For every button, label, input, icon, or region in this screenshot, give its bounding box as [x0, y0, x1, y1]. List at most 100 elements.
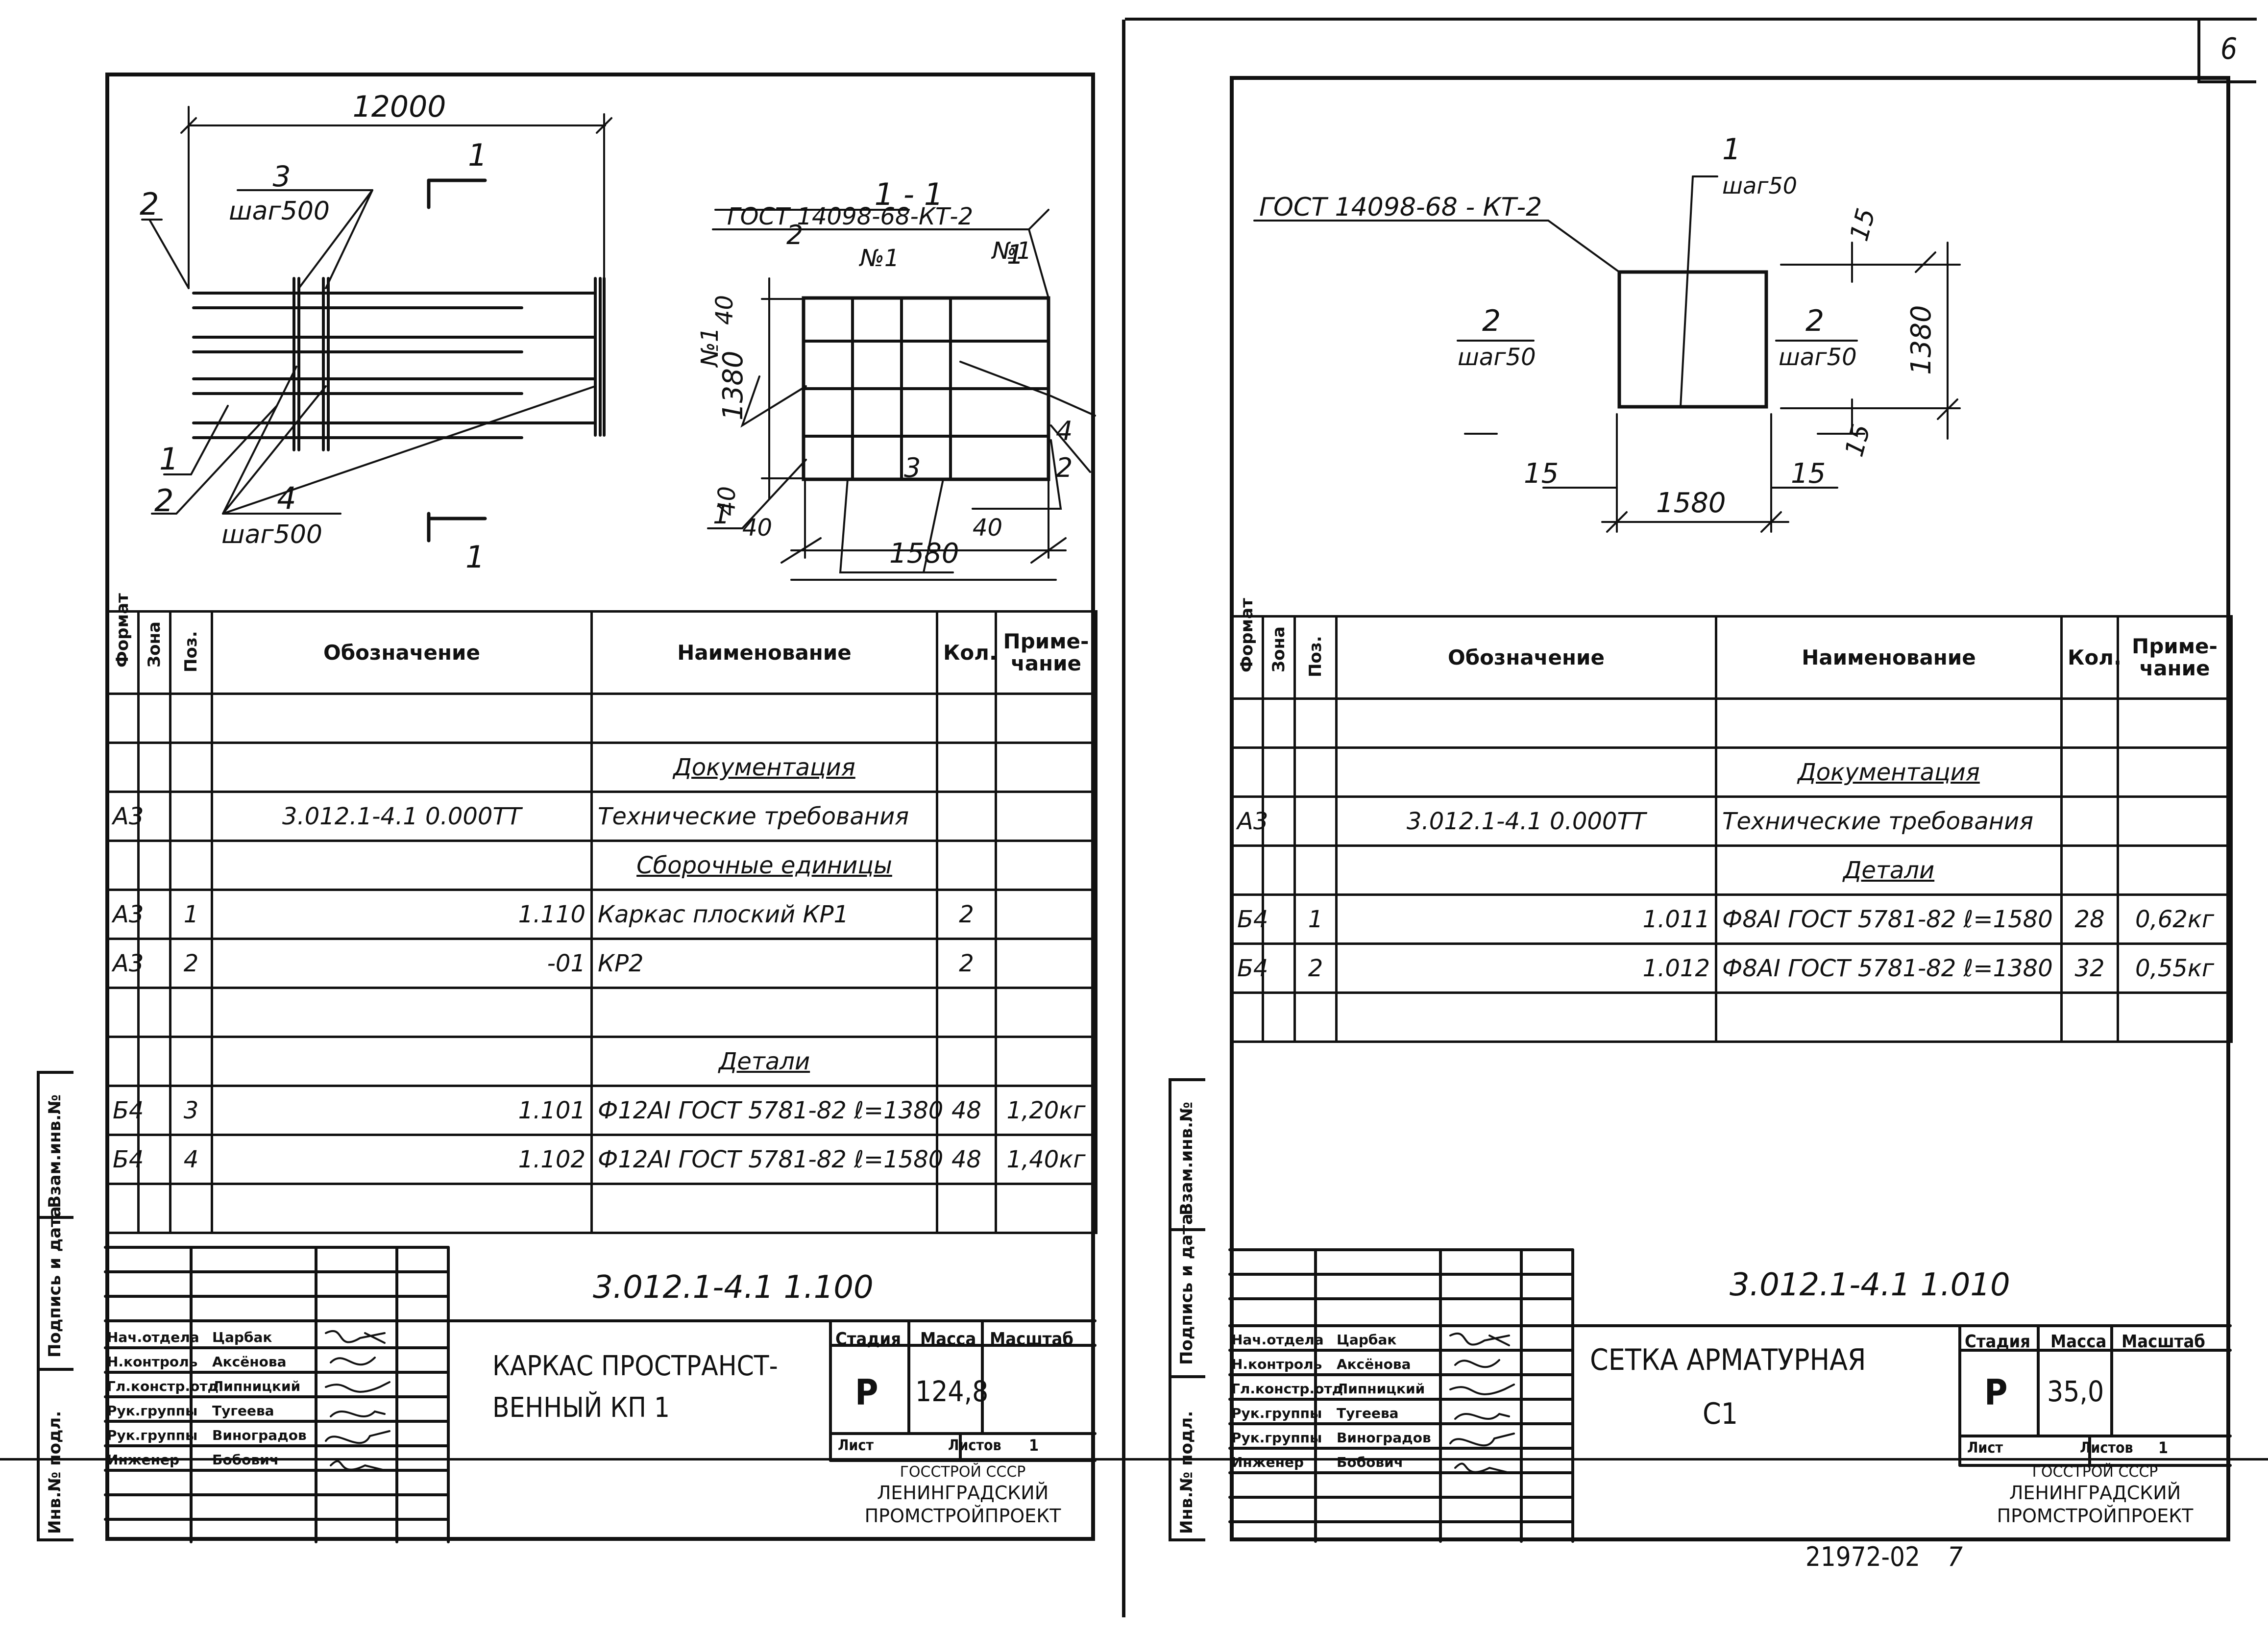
cell-zone	[137, 889, 171, 940]
cell-zone	[1262, 893, 1296, 945]
cell-note	[995, 938, 1097, 989]
cell-qty: 48	[936, 1085, 997, 1136]
left-stage-label: Стадия	[835, 1329, 902, 1349]
staff-name: Липницкий	[1337, 1381, 1425, 1397]
sec-pos2b: 2	[1056, 452, 1073, 483]
cell-pos	[1293, 844, 1338, 896]
cell-qty	[2060, 795, 2119, 847]
cell-format	[105, 840, 140, 891]
cell-qty: 48	[936, 1134, 997, 1185]
sec-pos2: 2	[786, 220, 803, 250]
cell-designation: 1.101	[211, 1085, 593, 1136]
left-title-line2: ВЕННЫЙ КП 1	[492, 1392, 670, 1424]
cell-name: Ф12АI ГОСТ 5781-82 ℓ=1380	[590, 1085, 943, 1136]
cell-name	[590, 1183, 938, 1234]
staff-role: Нач.отдела	[107, 1329, 199, 1345]
cell-format: Б4	[105, 1085, 144, 1136]
right-pos2-right-step: шаг50	[1779, 344, 1857, 371]
right-mass-label: Масса	[2050, 1332, 2107, 1352]
cell-note	[995, 1183, 1097, 1234]
sec-pos1: 1	[1007, 239, 1024, 270]
left-pos1-label: 1	[159, 441, 178, 477]
col-name: Наименование	[590, 610, 938, 695]
cell-pos	[1293, 991, 1338, 1043]
right-gost: ГОСТ 14098-68 - КТ-2	[1259, 193, 1542, 222]
left-org-line3: ПРОМСТРОЙПРОЕКТ	[864, 1505, 1061, 1527]
cell-name: Ф12АI ГОСТ 5781-82 ℓ=1580	[590, 1134, 943, 1185]
dim-15-bottom: 15	[1840, 421, 1877, 460]
cell-qty	[2060, 991, 2119, 1043]
cell-designation: 1.012	[1335, 942, 1717, 994]
cell-name: Ф8АI ГОСТ 5781-82 ℓ=1580	[1715, 893, 2063, 945]
cell-pos: 2	[1293, 942, 1338, 994]
left-gost: ГОСТ 14098-68-КТ-2	[727, 203, 973, 230]
cell-zone	[1262, 795, 1296, 847]
left-section-mark-bottom: 1	[465, 539, 485, 575]
cell-name: Детали	[1715, 844, 2063, 896]
spec-row: Детали	[105, 1036, 1097, 1087]
cell-zone	[137, 791, 171, 842]
staff-name: Липницкий	[212, 1378, 301, 1394]
spec-row	[105, 1183, 1097, 1234]
r-col-zone: Зона	[1262, 615, 1296, 700]
cell-name	[590, 987, 938, 1038]
cell-format	[105, 987, 140, 1038]
cell-qty: 2	[936, 938, 997, 989]
staff-name: Виноградов	[212, 1427, 307, 1443]
cell-pos: 1	[169, 889, 213, 940]
staff-role: Рук.группы	[107, 1403, 198, 1419]
cell-designation	[1335, 746, 1717, 798]
sec-pos4: 4	[1056, 416, 1073, 446]
left-pos4-step: шаг500	[221, 520, 322, 549]
dim-40-left: 40	[742, 514, 772, 542]
right-pos1: 1	[1722, 132, 1741, 167]
cell-designation	[1335, 844, 1717, 896]
cell-name	[1715, 697, 2063, 749]
cell-designation	[1335, 697, 1717, 749]
spec-row: Сборочные единицы	[105, 840, 1097, 891]
cell-designation	[1335, 991, 1717, 1043]
right-organization: ГОССТРОЙ СССР ЛЕНИНГРАДСКИЙ ПРОМСТРОЙПРО…	[1960, 1463, 2230, 1528]
cell-format: А3	[105, 791, 144, 842]
cell-pos	[169, 791, 213, 842]
cell-designation: 1.011	[1335, 893, 1717, 945]
left-mass-label: Масса	[920, 1329, 976, 1349]
dim-1380-left: 1380	[717, 350, 749, 421]
cell-name: Технические требования	[590, 791, 938, 842]
cell-zone	[137, 840, 171, 891]
right-stage: Р	[1984, 1372, 2008, 1413]
cell-zone	[1262, 942, 1296, 994]
cell-name: Ф8АI ГОСТ 5781-82 ℓ=1380	[1715, 942, 2063, 994]
cell-qty: 2	[936, 889, 997, 940]
right-title-block-grid	[1228, 1248, 2232, 1543]
right-title-line2: С1	[1703, 1397, 1738, 1431]
left-org-line2: ЛЕНИНГРАДСКИЙ	[877, 1482, 1049, 1504]
cell-qty: 28	[2060, 893, 2119, 945]
cell-pos	[169, 840, 213, 891]
dim-15-left: 15	[1524, 458, 1559, 490]
cell-zone	[137, 1085, 171, 1136]
cell-pos: 1	[1293, 893, 1338, 945]
staff-name: Тугеева	[212, 1403, 274, 1419]
cell-pos	[1293, 746, 1338, 798]
cell-qty	[2060, 844, 2119, 896]
cell-note	[995, 693, 1097, 744]
right-sheets: 1	[2158, 1438, 2169, 1457]
cell-note	[2117, 795, 2233, 847]
col-format: Формат	[105, 593, 140, 695]
staff-role: Инженер	[1231, 1454, 1304, 1470]
sec-pos3: 3	[904, 452, 921, 483]
cell-zone	[137, 693, 171, 744]
staff-name: Бобович	[212, 1452, 279, 1468]
staff-role: Рук.группы	[1231, 1405, 1322, 1421]
left-sheets: 1	[1029, 1436, 1039, 1455]
cell-note	[995, 840, 1097, 891]
dim-40-bottom: 40	[713, 486, 741, 516]
left-pos3-label: 3	[273, 160, 291, 193]
cell-qty	[936, 1183, 997, 1234]
